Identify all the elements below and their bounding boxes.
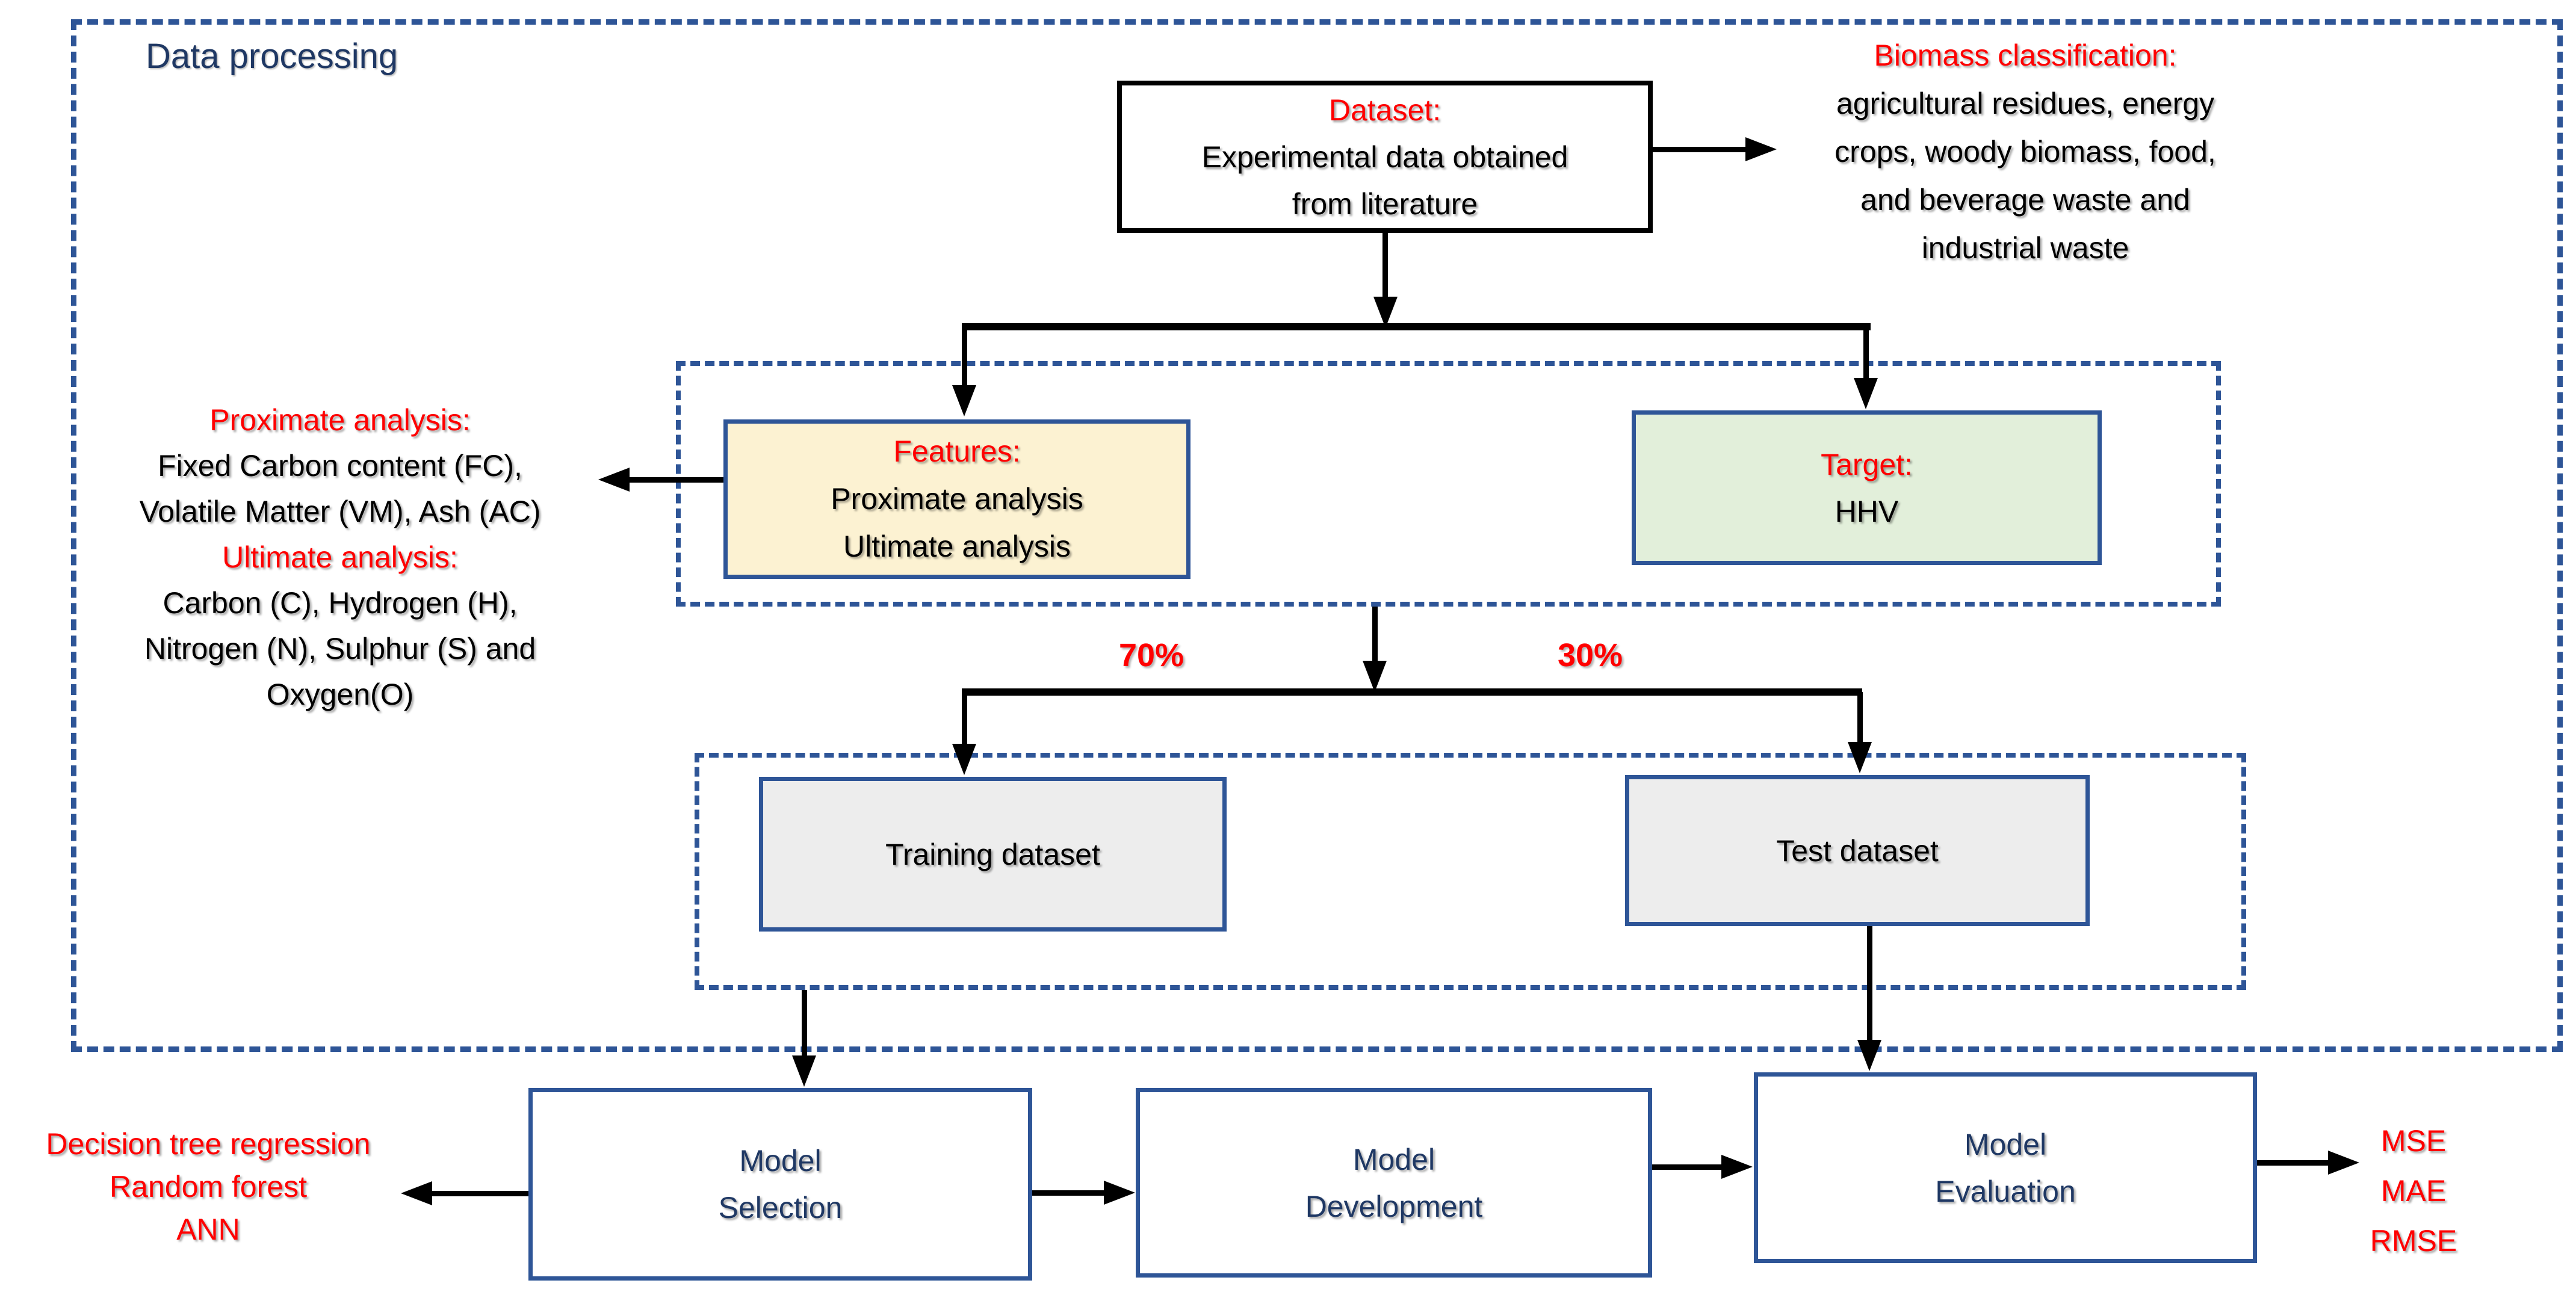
metrics-note-line: RMSE (2370, 1224, 2457, 1258)
arrowhead-target (1854, 378, 1878, 409)
biomass-note-title: Biomass classification: (1874, 39, 2177, 72)
connector-split2-down (1372, 607, 1378, 664)
metrics-note: MSE MAE RMSE (2353, 1116, 2474, 1266)
model-selection-line: Model (739, 1144, 822, 1178)
training-dataset-box: Training dataset (759, 777, 1227, 932)
arrowhead-model-evaluation (1857, 1040, 1881, 1071)
arrowhead-to-biomass (1745, 137, 1777, 161)
algorithms-note-line: Random forest (110, 1170, 307, 1204)
analysis-note-line: Fixed Carbon content (FC), (158, 449, 522, 483)
analysis-note-line: Volatile Matter (VM), Ash (AC) (139, 495, 541, 528)
target-box: Target: HHV (1632, 410, 2102, 565)
test-split-label: 30% (1557, 637, 1623, 673)
train-split-label: 70% (1118, 637, 1184, 673)
test-dataset-label: Test dataset (1776, 833, 1939, 868)
arrowhead-algorithms (401, 1181, 432, 1205)
model-evaluation-line: Evaluation (1935, 1174, 2076, 1208)
model-selection-line: Selection (718, 1191, 843, 1225)
dataset-box-line: from literature (1292, 187, 1478, 221)
features-box-line: Proximate analysis (831, 482, 1083, 516)
connector-selection-to-algorithms (429, 1191, 528, 1196)
analysis-note-line: Oxygen(O) (266, 678, 414, 711)
biomass-note-line: crops, woody biomass, food, (1834, 135, 2216, 168)
dataset-box-line: Experimental data obtained (1201, 140, 1568, 174)
connector-to-model-selection (802, 990, 807, 1059)
biomass-note-line: agricultural residues, energy (1836, 87, 2215, 120)
connector-dataset-to-biomass (1653, 147, 1750, 152)
arrowhead-split1-center (1373, 297, 1398, 328)
proximate-ultimate-note: Proximate analysis: Fixed Carbon content… (84, 397, 596, 717)
arrowhead-analysis-note (598, 468, 630, 492)
arrowhead-training (952, 744, 976, 775)
model-development-line: Model (1352, 1142, 1435, 1176)
connector-to-training (962, 692, 967, 746)
training-dataset-label: Training dataset (885, 837, 1100, 871)
arrowhead-development (1104, 1181, 1135, 1205)
data-processing-container (71, 19, 2563, 1052)
dataset-box: Dataset: Experimental data obtained from… (1117, 81, 1653, 233)
arrowhead-evaluation (1721, 1155, 1753, 1179)
algorithms-note-line: Decision tree regression (46, 1127, 371, 1161)
metrics-note-line: MAE (2380, 1174, 2447, 1208)
arrowhead-metrics (2328, 1151, 2359, 1175)
analysis-note-title: Ultimate analysis: (222, 540, 458, 574)
analysis-note-line: Nitrogen (N), Sulphur (S) and (144, 632, 536, 666)
connector-test-to-evaluation (1867, 926, 1872, 1043)
biomass-note-line: and beverage waste and (1860, 183, 2190, 217)
data-processing-label: Data processing (146, 37, 398, 76)
arrowhead-split2-center (1363, 661, 1387, 692)
connector-to-features (962, 327, 967, 387)
analysis-note-line: Carbon (C), Hydrogen (H), (163, 586, 518, 620)
features-box-line: Ultimate analysis (843, 530, 1071, 563)
connector-features-to-note (626, 477, 723, 483)
features-box: Features: Proximate analysis Ultimate an… (723, 419, 1190, 579)
biomass-classification-note: Biomass classification: agricultural res… (1757, 31, 2293, 272)
arrowhead-model-selection (792, 1055, 816, 1087)
train-test-container (695, 753, 2246, 990)
split-bar-features-target (962, 323, 1871, 330)
connector-to-target (1863, 327, 1869, 381)
metrics-note-line: MSE (2380, 1124, 2447, 1158)
split-bar-train-test (962, 688, 1862, 696)
model-evaluation-box: Model Evaluation (1754, 1072, 2257, 1263)
target-box-title: Target: (1821, 447, 1913, 481)
model-selection-box: Model Selection (528, 1088, 1032, 1281)
connector-development-to-evaluation (1652, 1164, 1726, 1170)
connector-dataset-down (1382, 233, 1388, 299)
biomass-note-line: industrial waste (1921, 231, 2129, 265)
connector-selection-to-development (1032, 1190, 1107, 1196)
algorithms-note-line: ANN (176, 1213, 240, 1246)
features-target-container (676, 361, 2221, 607)
dataset-box-title: Dataset: (1328, 93, 1441, 127)
algorithms-note: Decision tree regression Random forest A… (6, 1123, 410, 1251)
analysis-note-title: Proximate analysis: (209, 403, 471, 437)
test-dataset-box: Test dataset (1625, 775, 2090, 926)
model-development-box: Model Development (1136, 1088, 1652, 1278)
connector-evaluation-to-metrics (2257, 1160, 2333, 1166)
connector-to-test (1857, 692, 1863, 744)
model-evaluation-line: Model (1964, 1127, 2047, 1161)
arrowhead-test (1848, 742, 1872, 773)
target-box-line: HHV (1834, 494, 1899, 528)
model-development-line: Development (1305, 1189, 1483, 1223)
arrowhead-features (952, 385, 976, 416)
features-box-title: Features: (893, 434, 1021, 468)
